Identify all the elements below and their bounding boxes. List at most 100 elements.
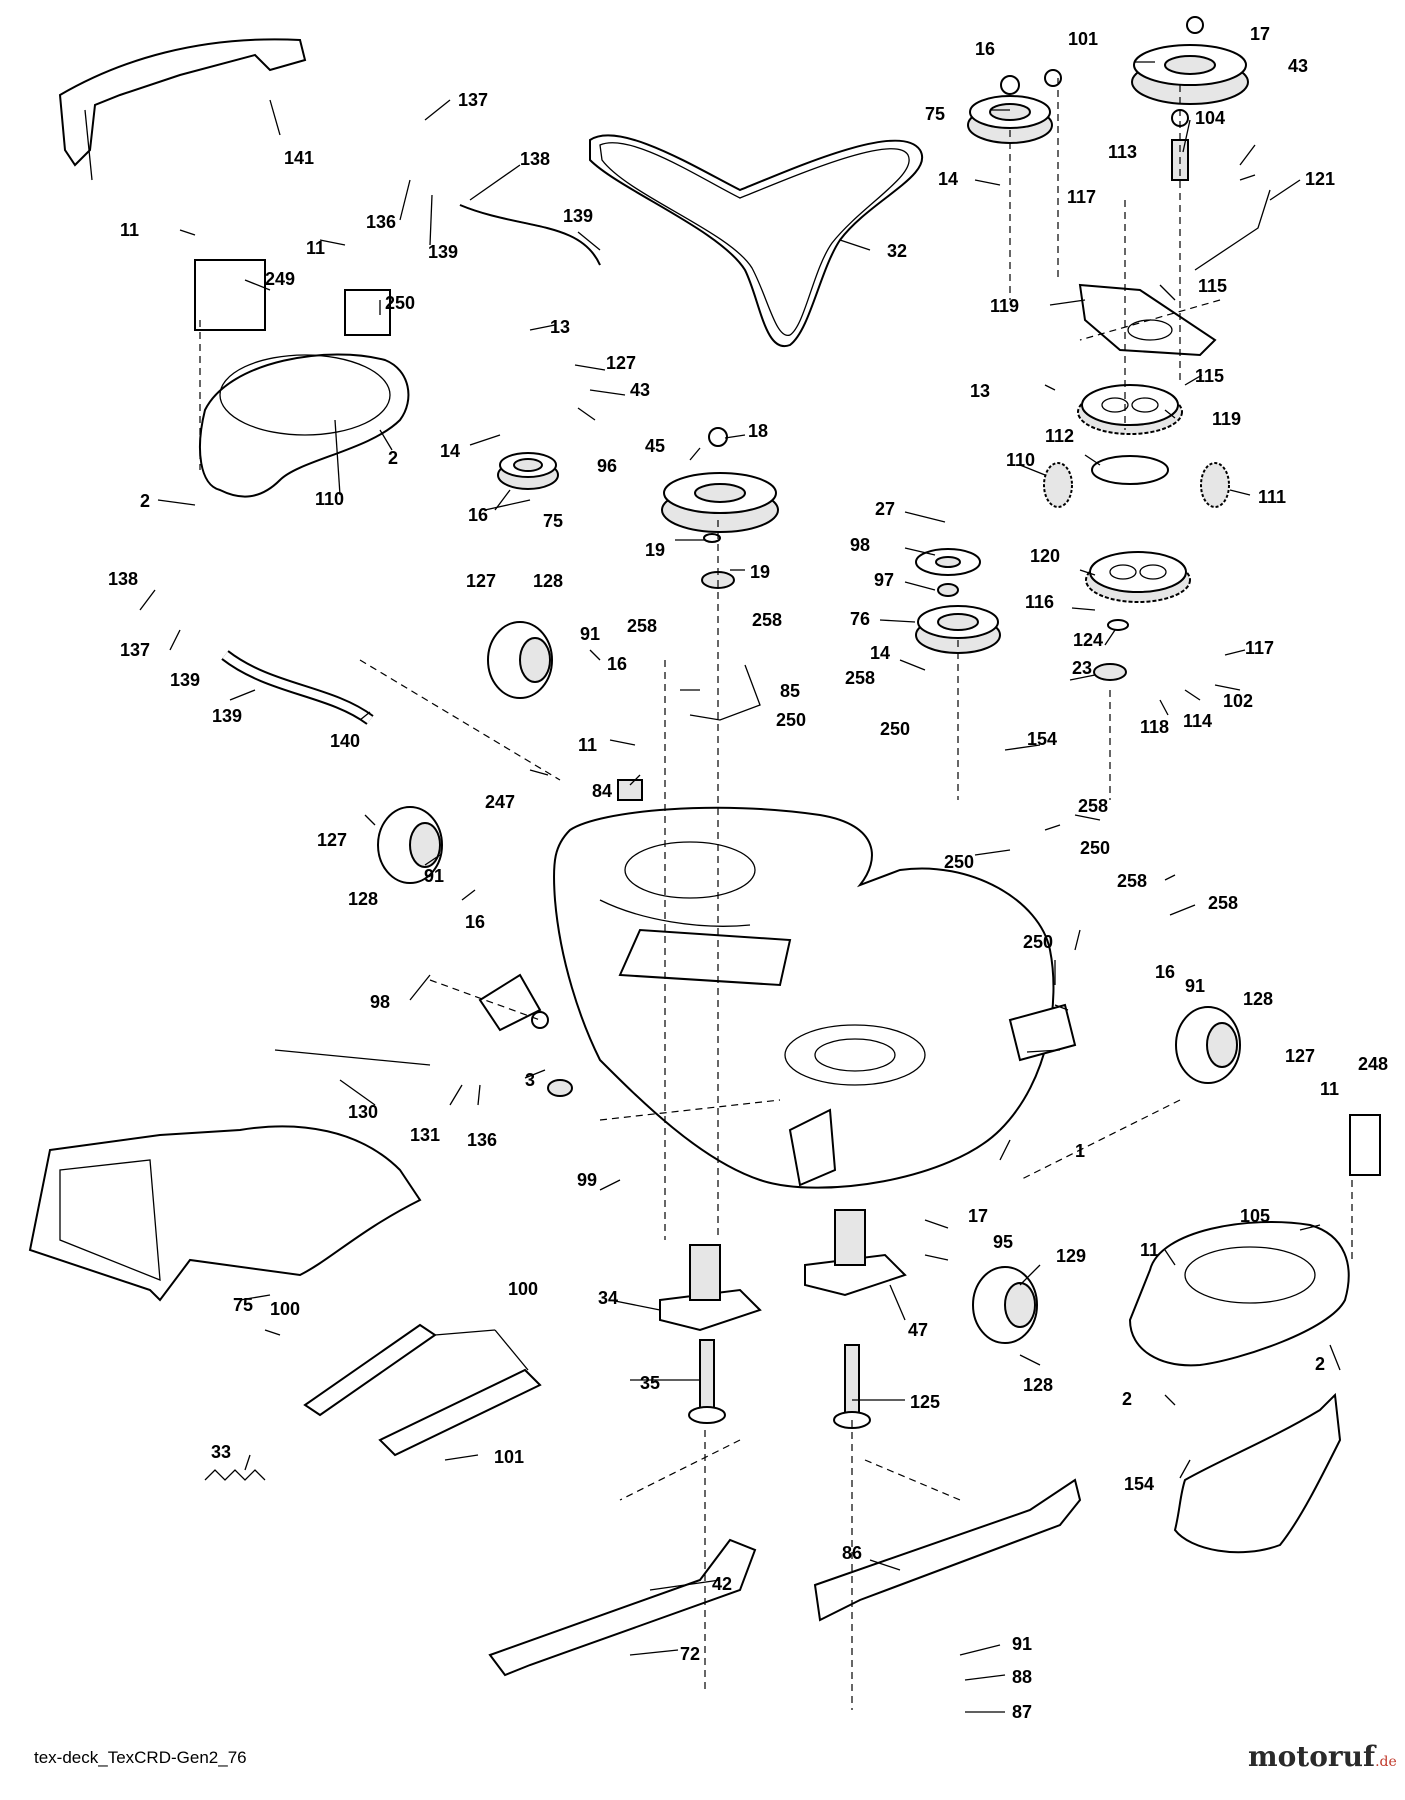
callout-111: 112 bbox=[1045, 426, 1074, 446]
diagram-reference-id: tex-deck_TexCRD-Gen2_76 bbox=[34, 1748, 247, 1767]
callout-101: 101 bbox=[1068, 29, 1098, 49]
callout-250: 250 bbox=[1080, 838, 1110, 858]
callout-32: 33 bbox=[211, 1442, 231, 1462]
callout-75: 75 bbox=[925, 104, 945, 124]
plate-247 bbox=[1349, 1114, 1381, 1176]
callout-75: 76 bbox=[850, 609, 870, 629]
callout-127: 128 bbox=[1023, 1375, 1053, 1395]
gear-110-right bbox=[1200, 462, 1230, 508]
callout-120: 121 bbox=[1305, 169, 1335, 189]
mower-deck-1 bbox=[478, 806, 1077, 1189]
callout-105: 110 bbox=[315, 489, 344, 509]
bushing-3 bbox=[547, 1079, 573, 1097]
callout-101: 102 bbox=[1223, 691, 1253, 711]
callout-258: 258 bbox=[845, 668, 875, 688]
callout-136: 137 bbox=[120, 640, 150, 660]
callout-250: 250 bbox=[1023, 932, 1053, 952]
callout-127: 127 bbox=[466, 571, 496, 591]
callout-128: 128 bbox=[533, 571, 563, 591]
callout-249: 250 bbox=[385, 293, 415, 313]
callout-85: 86 bbox=[842, 1543, 862, 1563]
pulley-cover-104 bbox=[1128, 1221, 1350, 1367]
idler-pulley-75-top bbox=[967, 95, 1053, 144]
callout-141: 154 bbox=[1124, 1474, 1154, 1494]
callout-138: 139 bbox=[212, 706, 242, 726]
discharge-chute-72 bbox=[28, 1125, 422, 1302]
callout-98: 99 bbox=[577, 1170, 597, 1190]
callout-16: 16 bbox=[465, 912, 485, 932]
gear-plate-118 bbox=[1078, 283, 1217, 357]
gauge-wheel-128-c bbox=[1175, 1006, 1241, 1084]
rod-120 bbox=[1194, 189, 1271, 271]
spindle-shaft-34 bbox=[688, 1339, 726, 1424]
callout-11: 11 bbox=[120, 220, 139, 240]
callout-258: 258 bbox=[627, 616, 657, 636]
callout-104: 105 bbox=[1240, 1206, 1270, 1226]
callout-154: 154 bbox=[1027, 729, 1057, 749]
callout-17: 18 bbox=[748, 421, 768, 441]
callout-99: 100 bbox=[508, 1279, 538, 1299]
pulley-cover-105 bbox=[199, 353, 410, 498]
nut-17-top bbox=[1186, 16, 1204, 34]
callout-95: 96 bbox=[597, 456, 617, 476]
callout-136: 136 bbox=[366, 212, 396, 232]
callout-86: 87 bbox=[1012, 1702, 1032, 1722]
callout-14: 14 bbox=[870, 643, 890, 663]
bracket-99-a bbox=[303, 1323, 437, 1417]
callout-96: 97 bbox=[874, 570, 894, 590]
callout-137: 137 bbox=[458, 90, 488, 110]
callout-14: 14 bbox=[938, 169, 958, 189]
rod-129 bbox=[274, 1049, 431, 1066]
callout-121: 124 bbox=[1073, 630, 1103, 650]
callout-250: 250 bbox=[944, 852, 974, 872]
callout-113: 114 bbox=[1183, 711, 1212, 731]
callout-258: 258 bbox=[1117, 871, 1147, 891]
callout-114: 115 bbox=[1195, 366, 1224, 386]
callout-128: 128 bbox=[1243, 989, 1273, 1009]
gear-119-top bbox=[1077, 384, 1183, 435]
nut-17-center bbox=[708, 427, 728, 447]
callout-118: 119 bbox=[990, 296, 1019, 316]
callout-16: 16 bbox=[1155, 962, 1175, 982]
callout-131: 136 bbox=[467, 1130, 497, 1150]
callout-18: 19 bbox=[645, 540, 665, 560]
callout-3: 3 bbox=[525, 1070, 535, 1090]
nut-16-top bbox=[1000, 75, 1020, 95]
pulley-97 bbox=[915, 548, 981, 576]
spindle-shaft-124 bbox=[833, 1344, 871, 1429]
callout-34: 35 bbox=[640, 1373, 660, 1393]
callout-258: 258 bbox=[752, 610, 782, 630]
callout-16: 16 bbox=[607, 654, 627, 674]
idler-pulley-75-mid bbox=[497, 452, 559, 490]
callout-19: 19 bbox=[750, 562, 770, 582]
callout-35: 42 bbox=[712, 1574, 732, 1594]
callout-11: 11 bbox=[306, 238, 325, 258]
brand-logo: motoruf.de bbox=[1248, 1740, 1397, 1773]
brand-logo-main: motoruf bbox=[1248, 1740, 1376, 1773]
callout-100: 101 bbox=[494, 1447, 524, 1467]
callout-130: 131 bbox=[410, 1125, 440, 1145]
belt-shield-140 bbox=[58, 38, 307, 181]
callout-72: 75 bbox=[233, 1295, 253, 1315]
callout-115: 115 bbox=[1198, 276, 1227, 296]
callout-110: 111 bbox=[1258, 487, 1286, 507]
washer-18 bbox=[703, 533, 721, 543]
brand-logo-tld: .de bbox=[1375, 1754, 1397, 1770]
spring-32 bbox=[204, 1469, 266, 1481]
callout-100: 100 bbox=[270, 1299, 300, 1319]
blade-35 bbox=[488, 1538, 757, 1677]
idler-pulley-75-right bbox=[915, 605, 1001, 654]
callout-102: 104 bbox=[1195, 108, 1225, 128]
v-belt-27 bbox=[589, 134, 924, 348]
callout-43: 45 bbox=[645, 436, 665, 456]
callout-140: 141 bbox=[284, 148, 314, 168]
callout-14: 14 bbox=[440, 441, 460, 461]
callout-125: 127 bbox=[606, 353, 636, 373]
callout-127: 127 bbox=[1285, 1046, 1315, 1066]
callout-127: 127 bbox=[317, 830, 347, 850]
gauge-wheel-128-d bbox=[972, 1266, 1038, 1344]
nut-3 bbox=[531, 1011, 549, 1029]
callout-11: 11 bbox=[1320, 1079, 1339, 1099]
gear-119-bottom bbox=[1085, 551, 1191, 603]
callout-250: 250 bbox=[880, 719, 910, 739]
